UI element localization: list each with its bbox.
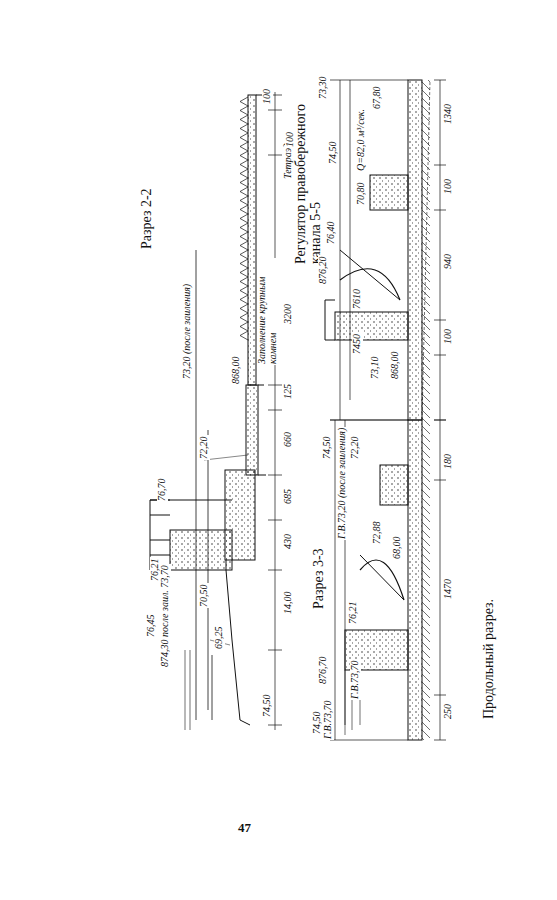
drawing-label: 874,30 после заил. 73,70 bbox=[160, 564, 171, 668]
tetrahedron bbox=[240, 133, 248, 142]
drawing-label: 70,50 bbox=[199, 584, 210, 609]
drawing-label: 430 bbox=[283, 533, 294, 550]
tetrahedron bbox=[240, 250, 248, 259]
drawing-label: Q=82,0 м³/сек. bbox=[356, 108, 367, 172]
drawing-label: 76,40 bbox=[326, 221, 337, 246]
section-2-2 bbox=[150, 92, 282, 730]
tetrahedron bbox=[240, 178, 248, 187]
drawing-label: 74,50 bbox=[328, 141, 339, 166]
drawing-label: 76,21 bbox=[150, 558, 161, 583]
drawing-label: 72,20 bbox=[199, 436, 210, 461]
drawing-label: 74,50 bbox=[322, 436, 333, 461]
drawing-label: 73,30 bbox=[318, 76, 329, 101]
tetrahedron bbox=[240, 169, 248, 178]
tetrahedron bbox=[240, 313, 248, 322]
drawing-label: 876,20 bbox=[318, 256, 329, 286]
drawing-label: Г.В.73,70 bbox=[350, 659, 361, 700]
drawing-label: 67,80 bbox=[372, 86, 383, 111]
drawing-label: Разрез 2-2 bbox=[140, 187, 155, 250]
tetrahedron bbox=[240, 142, 248, 151]
drawing-label: 72,88 bbox=[372, 521, 383, 546]
tetrahedron bbox=[240, 241, 248, 250]
drawing-label: 76,45 bbox=[146, 614, 157, 639]
tetrahedron bbox=[240, 187, 248, 196]
tetrahedron bbox=[240, 286, 248, 295]
drawing-label: 180 bbox=[443, 453, 454, 470]
drawing-label: 685 bbox=[283, 488, 294, 505]
tetrahedron bbox=[240, 259, 248, 268]
drawing-label: 1340 bbox=[443, 103, 454, 125]
drawing-label: 100 bbox=[443, 178, 454, 195]
drawing-label: 14,00 bbox=[283, 591, 294, 616]
drawing-label: 72,20 bbox=[350, 436, 361, 461]
drawing-label: Заполнение крупным камнем bbox=[257, 258, 278, 365]
drawing-label: 70,80 bbox=[356, 182, 367, 207]
drawing-label: 940 bbox=[443, 253, 454, 270]
page-number: 47 bbox=[238, 820, 251, 836]
drawing-label: 74,50 bbox=[312, 711, 323, 736]
drawing-label: 125 bbox=[283, 383, 294, 400]
tetrahedron bbox=[240, 160, 248, 169]
drawing-label: 868,00 bbox=[231, 356, 242, 386]
drawing-label: 100 bbox=[443, 328, 454, 345]
tetrahedron bbox=[240, 196, 248, 205]
tetrahedron bbox=[240, 304, 248, 313]
tetrahedron bbox=[240, 223, 248, 232]
drawing-label: 69,25 bbox=[214, 626, 225, 651]
drawing-label: Регулятор правобережного канала 5-5 bbox=[294, 88, 323, 265]
tetrahedron bbox=[240, 322, 248, 331]
tetrahedron bbox=[240, 214, 248, 223]
drawing-label: 7610 bbox=[352, 288, 363, 310]
drawing-label: 76,70 bbox=[157, 478, 168, 503]
drawing-label: 68,00 bbox=[392, 536, 403, 561]
tetrahedron bbox=[240, 124, 248, 133]
drawing-label: Г.В.73,20 (после заиления) bbox=[337, 427, 348, 540]
drawing-label: 1470 bbox=[443, 578, 454, 600]
tetrahedron bbox=[240, 106, 248, 115]
section-3-3 bbox=[330, 420, 446, 740]
tetrahedron bbox=[240, 232, 248, 241]
tetrahedron bbox=[240, 205, 248, 214]
drawing-label: Г.В.73,70 bbox=[323, 699, 334, 740]
drawing-label: 3200 bbox=[283, 303, 294, 325]
tetrahedron bbox=[240, 151, 248, 160]
tetrahedron bbox=[240, 277, 248, 286]
tetrahedron bbox=[240, 115, 248, 124]
drawing-label: 660 bbox=[283, 431, 294, 448]
tetrahedron bbox=[240, 97, 248, 106]
drawing-label: 74,50 bbox=[262, 694, 273, 719]
section-5-5 bbox=[325, 80, 446, 420]
drawing-label: 76,21 bbox=[348, 601, 359, 626]
drawing-label: 250 bbox=[443, 703, 454, 720]
drawing-label: 100 bbox=[262, 88, 273, 105]
drawing-label: Разрез 3-3 bbox=[312, 547, 327, 610]
drawing-label: 876,70 bbox=[318, 656, 329, 686]
tetrahedron bbox=[240, 331, 248, 340]
drawing-label: 7450 bbox=[352, 333, 363, 355]
tetrahedron bbox=[240, 295, 248, 304]
tetrahedron bbox=[240, 268, 248, 277]
figure-caption: Продольный разрез. bbox=[482, 598, 497, 720]
drawing-label: 73,20 (после заиления) bbox=[182, 283, 193, 380]
drawing-label: 73,10 bbox=[370, 356, 381, 381]
drawing-label: 868,00 bbox=[390, 351, 401, 381]
